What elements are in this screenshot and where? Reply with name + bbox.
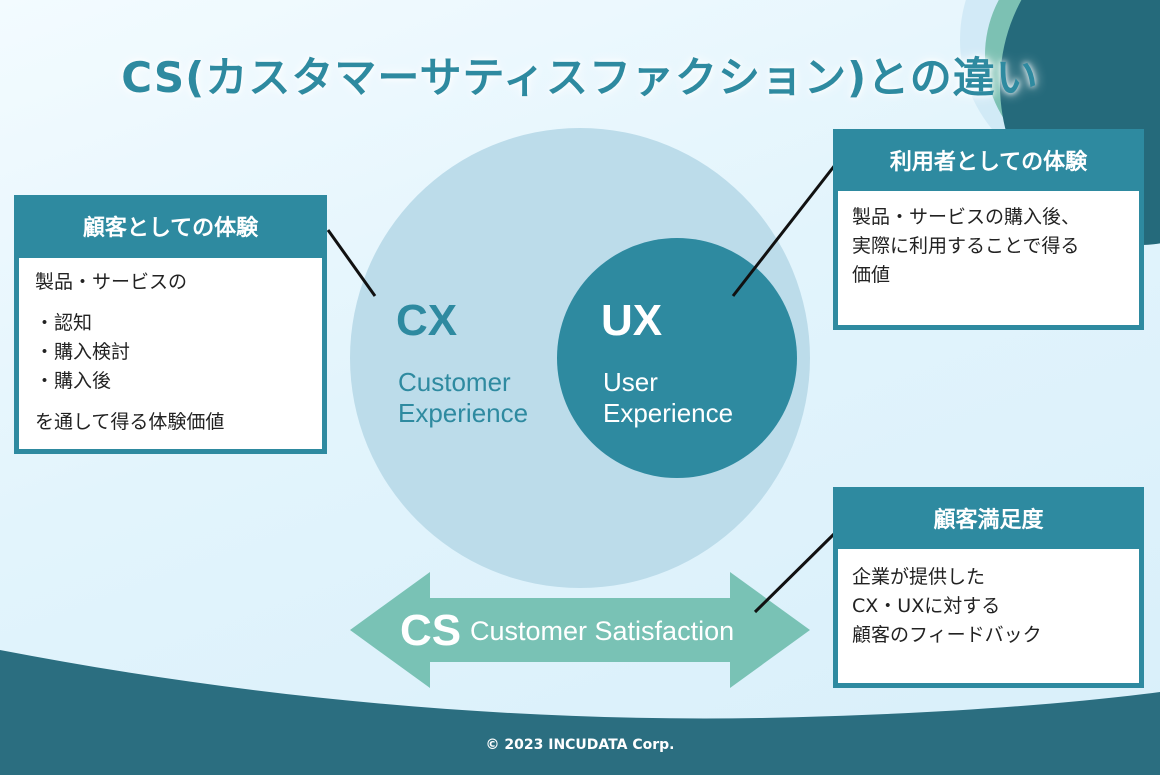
- cx-card-body: 製品・サービスの ・認知 ・購入検討 ・購入後 を通して得る体験価値: [19, 258, 322, 437]
- ux-card-line-3: 価値: [852, 264, 891, 286]
- connector-cs: [753, 531, 837, 614]
- cx-card-line-3: ・購入検討: [35, 341, 131, 363]
- cs-card-line-3: 顧客のフィードバック: [852, 624, 1042, 646]
- cs-name: Customer Satisfaction: [470, 616, 735, 646]
- cx-abbr: CX: [396, 296, 458, 345]
- cx-name: Customer Experience: [398, 367, 528, 429]
- cx-card-line-2: ・認知: [35, 312, 93, 334]
- ux-card-line-2: 実際に利用することで得る: [852, 235, 1080, 257]
- cx-name-line-2: Experience: [398, 398, 529, 428]
- cx-card-line-5: を通して得る体験価値: [35, 411, 225, 433]
- cs-card-line-2: CX・UXに対する: [852, 595, 1001, 617]
- ux-card-heading: 利用者としての体験: [838, 134, 1139, 191]
- cs-card-body: 企業が提供した CX・UXに対する 顧客のフィードバック: [838, 549, 1139, 650]
- ux-name-line-2: Experience: [603, 398, 734, 428]
- cs-double-arrow: [350, 572, 810, 688]
- connector-ux: [731, 164, 837, 297]
- copyright-footer: © 2023 INCUDATA Corp.: [485, 737, 675, 753]
- ux-card-line-1: 製品・サービスの購入後、: [852, 206, 1081, 228]
- ux-circle: [557, 238, 797, 478]
- ux-card-body: 製品・サービスの購入後、 実際に利用することで得る 価値: [838, 191, 1139, 290]
- ux-abbr: UX: [601, 296, 663, 345]
- cs-card-line-1: 企業が提供した: [852, 566, 986, 588]
- bottom-wave-band: [0, 650, 1160, 775]
- ux-name: User Experience: [603, 367, 733, 429]
- ux-name-line-1: User: [603, 367, 658, 397]
- connector-cx: [326, 229, 377, 297]
- cx-card-line-1: 製品・サービスの: [35, 271, 188, 293]
- page-title: CS(カスタマーサティスファクション)との違い: [121, 53, 1039, 102]
- cs-card-heading: 顧客満足度: [838, 492, 1139, 549]
- ux-description-card: 利用者としての体験 製品・サービスの購入後、 実際に利用することで得る 価値: [833, 129, 1144, 330]
- cx-description-card: 顧客としての体験 製品・サービスの ・認知 ・購入検討 ・購入後 を通して得る体…: [14, 195, 327, 454]
- cx-name-line-1: Customer: [398, 367, 511, 397]
- cx-card-heading: 顧客としての体験: [19, 200, 322, 258]
- cx-card-line-4: ・購入後: [35, 370, 112, 392]
- cs-description-card: 顧客満足度 企業が提供した CX・UXに対する 顧客のフィードバック: [833, 487, 1144, 688]
- cs-abbr: CS: [400, 606, 462, 655]
